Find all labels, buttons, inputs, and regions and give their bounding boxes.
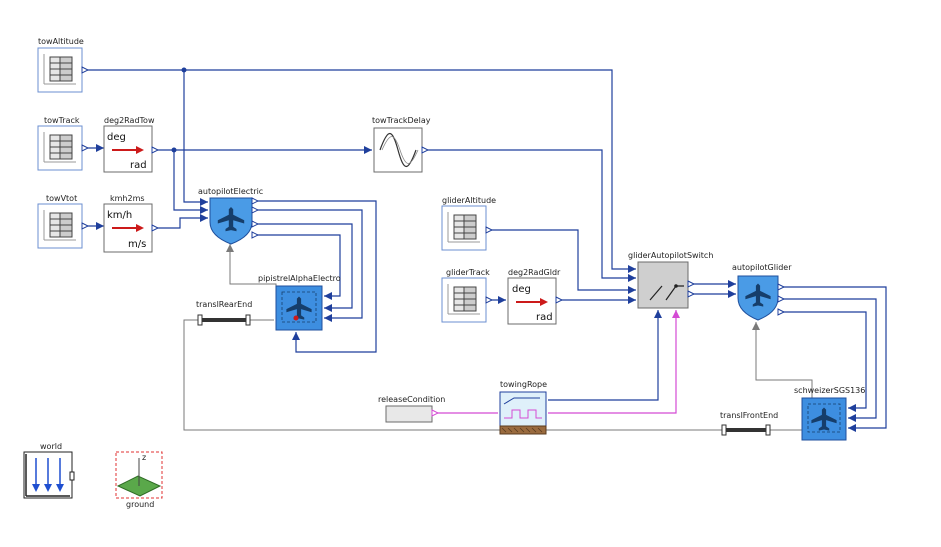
label-pipistrelAlphaElectro: pipistrelAlphaElectro [258,274,341,283]
wire-kmh2ms-to-autopilot[interactable] [152,217,208,229]
label-towingRope: towingRope [500,380,547,389]
output-port[interactable] [151,224,160,232]
label-towTrackDelay: towTrackDelay [372,116,431,125]
boolean-output-port[interactable] [431,409,440,417]
wire-apg-out2[interactable] [780,298,877,419]
block-towTrackDelay[interactable]: towTrackDelay [372,116,431,173]
label-translFrontEnd: translFrontEnd [720,411,778,420]
label-kmh2ms: kmh2ms [110,194,145,203]
block-towTrack[interactable]: towTrack [37,116,90,171]
sine-wave-icon [379,132,417,168]
wire-rope-to-switch-bool[interactable] [548,310,677,414]
block-autopilotElectric[interactable]: autopilotElectric [198,187,263,245]
output-port[interactable] [485,226,494,234]
conversion-arrow-icon [136,146,144,154]
table-icon [441,205,487,251]
label-translRearEnd: translRearEnd [196,300,252,309]
block-towVtot[interactable]: towVtot [37,194,90,249]
signal-wires [86,67,887,429]
output-port[interactable] [151,146,160,154]
output-port[interactable] [81,222,90,230]
conversion-arrow-icon [540,298,548,306]
block-translFrontEnd[interactable]: translFrontEnd [720,411,778,436]
label-towTrack: towTrack [44,116,80,125]
block-deg2RadGldr[interactable]: deg2RadGldr deg rad [507,268,564,325]
block-translRearEnd[interactable]: translRearEnd [196,300,252,326]
output-port[interactable] [81,144,90,152]
conversion-arrow-icon [136,224,144,232]
block-gliderAltitude[interactable]: gliderAltitude [441,196,496,251]
propeller-icon [293,315,299,321]
output-port[interactable] [421,146,430,154]
output-port[interactable] [81,66,90,74]
wire-schweizer-to-apGlider[interactable] [755,322,813,398]
label-schweizerSGS136: schweizerSGS136 [794,386,865,395]
wire-towAltitude-to-switch[interactable] [86,69,636,270]
unit-in-deg: deg [107,132,126,143]
block-autopilotGlider[interactable]: autopilotGlider [732,263,792,321]
wire-rope-to-switch[interactable] [548,310,659,401]
label-gliderTrack: gliderTrack [446,268,490,277]
wire-pipistrel-to-autopilot[interactable] [229,244,277,296]
block-towingRope[interactable]: towingRope [499,380,547,435]
gravity-arrows-icon [32,458,64,492]
label-deg2RadTow: deg2RadTow [104,116,155,125]
wire-ap-out1[interactable] [254,200,377,353]
block-world[interactable]: world [23,442,75,499]
unit-in-kmh: km/h [107,210,132,221]
table-icon [37,47,83,93]
wire-ap-out3[interactable] [254,223,353,309]
block-towAltitude[interactable]: towAltitude [37,37,90,93]
wire-deg2RadTow-to-autopilot[interactable] [173,150,208,211]
rope-icon [499,425,547,435]
translation-bar-icon [724,428,768,432]
wire-towAltitude-to-autopilot[interactable] [183,70,208,203]
unit-in-deg: deg [512,284,531,295]
output-port[interactable] [555,296,564,304]
wire-apg-out1[interactable] [780,286,887,429]
label-gliderAltitude: gliderAltitude [442,196,496,205]
label-autopilotElectric: autopilotElectric [198,187,263,196]
unit-out-rad: rad [536,312,553,323]
block-deg2RadTow[interactable]: deg2RadTow deg rad [103,116,160,173]
wire-rearEnd-loop[interactable] [183,319,722,431]
table-icon [37,125,83,171]
wire-gliderAltitude-to-switch[interactable] [488,229,636,291]
ramp-icon [503,397,540,405]
pulse-icon [504,409,542,419]
label-gliderAutopilotSwitch: gliderAutopilotSwitch [628,251,713,260]
label-world: world [40,442,62,451]
block-kmh2ms[interactable]: kmh2ms km/h m/s [103,194,160,253]
label-deg2RadGldr: deg2RadGldr [508,268,561,277]
block-gliderTrack[interactable]: gliderTrack [441,268,494,323]
block-gliderAutopilotSwitch[interactable]: gliderAutopilotSwitch [628,251,713,309]
wire-ap-out2[interactable] [254,209,363,319]
block-pipistrelAlphaElectro[interactable]: pipistrelAlphaElectro [258,274,341,331]
table-icon [441,277,487,323]
mechanical-wires [183,244,813,431]
wire-delay-to-switch[interactable] [422,149,636,279]
label-towAltitude: towAltitude [38,37,84,46]
label-releaseCondition: releaseCondition [378,395,445,404]
unit-out-rad: rad [130,160,147,171]
boolean-wires [434,310,677,414]
label-autopilotGlider: autopilotGlider [732,263,792,272]
label-towVtot: towVtot [46,194,77,203]
unit-out-ms: m/s [128,239,146,250]
label-ground: ground [126,500,154,509]
arrowheads [96,144,856,432]
table-icon [37,203,83,249]
block-releaseCondition[interactable]: releaseCondition [378,395,445,423]
wire-apg-out3[interactable] [780,311,867,409]
output-port[interactable] [485,296,494,304]
svg-text:z: z [142,453,146,462]
translation-bar-icon [200,318,248,322]
block-schweizerSGS136[interactable]: schweizerSGS136 [794,386,865,441]
block-ground[interactable]: z ground [115,451,163,509]
